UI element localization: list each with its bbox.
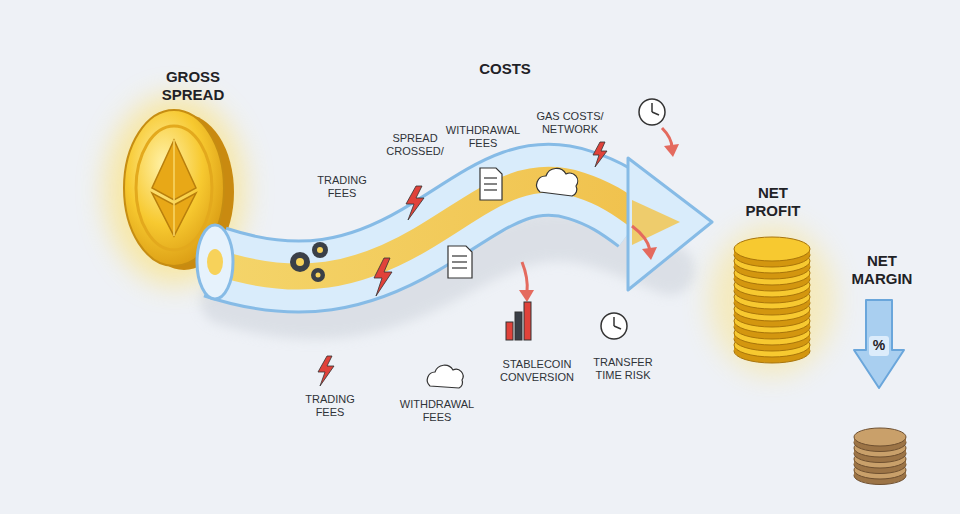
lightning-icon xyxy=(318,356,334,386)
heading-label: NET PROFIT xyxy=(733,184,813,220)
gears-icon xyxy=(311,268,325,282)
net-margin-arrow xyxy=(854,300,904,388)
bar-chart-icon xyxy=(506,302,531,340)
flow-pipe xyxy=(628,158,712,290)
document-icon xyxy=(452,267,467,268)
document-icon xyxy=(448,246,472,278)
cost-label: GAS COSTS/ NETWORK xyxy=(530,110,610,136)
cloud-icon xyxy=(537,168,578,196)
red-arrow-icon xyxy=(642,247,657,260)
flow-pipe xyxy=(215,180,640,277)
heading-label: NET MARGIN xyxy=(842,252,922,288)
red-arrow-icon xyxy=(519,128,679,302)
red-arrow-icon xyxy=(662,128,672,148)
gross-spread-coin xyxy=(173,140,175,236)
cloud-icon xyxy=(427,168,577,388)
lightning-icon xyxy=(374,258,392,296)
cost-label: TRANSFER TIME RISK xyxy=(588,356,658,382)
gross-spread-coin xyxy=(136,126,212,250)
document-icon xyxy=(484,177,497,178)
gears-icon xyxy=(316,273,321,278)
document-icon xyxy=(484,189,497,190)
coin-glow xyxy=(710,225,834,375)
red-arrow-icon xyxy=(664,144,679,157)
bar-chart-icon xyxy=(515,312,522,340)
cost-label: STABLECOIN CONVERSION xyxy=(492,358,582,384)
flow-pipe xyxy=(197,158,712,299)
lightning-icon xyxy=(406,186,424,220)
document-icon xyxy=(452,255,467,256)
gears-icon xyxy=(296,258,304,266)
cost-label: WITHDRAWAL FEES xyxy=(438,124,528,150)
document-icon xyxy=(448,168,502,278)
coin xyxy=(854,428,906,446)
clock-icon xyxy=(639,99,665,125)
net-margin-coins xyxy=(854,428,906,485)
flow-pipe xyxy=(632,200,680,245)
net-margin-arrow xyxy=(869,336,889,356)
red-arrow-icon xyxy=(632,226,650,250)
flow-pipe xyxy=(197,225,233,299)
cost-label: TRADING FEES xyxy=(307,174,377,200)
red-arrow-icon xyxy=(522,262,527,292)
heading-label: % xyxy=(869,337,889,354)
document-icon xyxy=(484,183,497,184)
document-icon xyxy=(452,261,467,262)
flow-pipe xyxy=(207,249,223,275)
flow-pipe xyxy=(215,180,640,277)
clock-icon xyxy=(614,326,621,329)
gears-icon xyxy=(312,242,328,258)
gears-icon xyxy=(317,247,323,253)
cost-label: SPREAD CROSSED/ xyxy=(380,132,450,158)
gears-icon xyxy=(290,252,310,272)
heading-label: COSTS xyxy=(465,60,545,78)
coin xyxy=(734,237,810,261)
cost-label: TRADING FEES xyxy=(295,393,365,419)
cost-label: WITHDRAWAL FEES xyxy=(392,398,482,424)
clock-icon xyxy=(652,112,659,115)
net-margin-arrow xyxy=(854,300,904,388)
flow-pipe xyxy=(215,180,640,277)
gears-icon xyxy=(290,242,328,282)
lightning-icon xyxy=(593,142,607,167)
net-profit-coins xyxy=(734,237,810,363)
clock-icon xyxy=(651,103,653,112)
clock-icon xyxy=(613,317,615,326)
bar-chart-icon xyxy=(524,302,531,340)
heading-label: GROSS SPREAD xyxy=(138,68,248,104)
clock-icon xyxy=(601,313,627,339)
red-arrow-icon xyxy=(519,290,534,302)
bar-chart-icon xyxy=(506,322,513,340)
cloud-icon xyxy=(427,365,463,388)
document-icon xyxy=(480,168,502,200)
clock-icon xyxy=(601,99,665,339)
